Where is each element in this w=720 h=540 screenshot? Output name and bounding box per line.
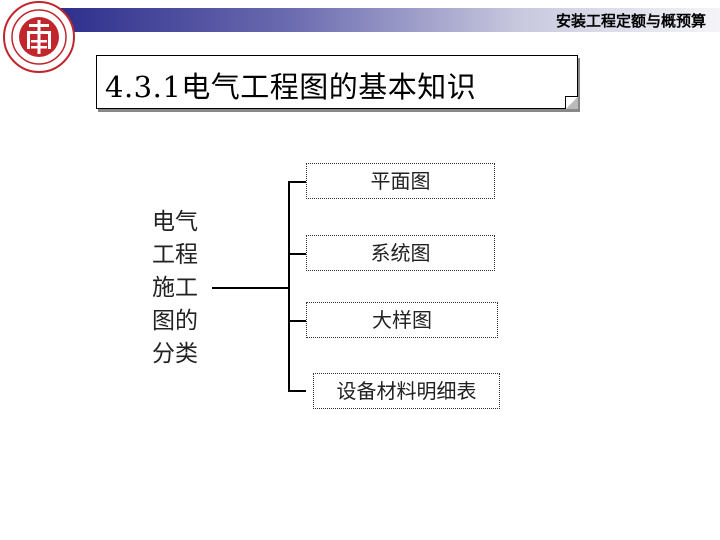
connector-branch bbox=[288, 390, 306, 392]
connector-trunk bbox=[288, 181, 290, 392]
connector-branch bbox=[288, 320, 306, 322]
header-band bbox=[60, 8, 720, 32]
slide-title-box: 4.3.1电气工程图的基本知识 bbox=[96, 55, 578, 109]
category-label-line: 分类 bbox=[152, 341, 198, 367]
course-title: 安装工程定额与概预算 bbox=[555, 12, 706, 30]
category-plan-view: 平面图 bbox=[306, 163, 495, 199]
connector-branch bbox=[288, 253, 306, 255]
category-material-list: 设备材料明细表 bbox=[313, 373, 500, 409]
category-label-line: 电气 bbox=[152, 209, 198, 235]
connector-branch bbox=[288, 181, 306, 183]
folded-corner bbox=[565, 96, 578, 109]
category-detail-drawing: 大样图 bbox=[306, 302, 498, 338]
connector-main bbox=[212, 287, 290, 289]
category-label-line: 图的 bbox=[152, 308, 198, 334]
university-seal-logo bbox=[3, 1, 75, 73]
category-label: 电气 工程 施工 图的 分类 bbox=[152, 206, 212, 371]
slide-title: 4.3.1电气工程图的基本知识 bbox=[105, 70, 477, 104]
category-label-line: 工程 bbox=[152, 242, 198, 268]
category-system-diagram: 系统图 bbox=[306, 235, 495, 271]
category-label-line: 施工 bbox=[152, 275, 198, 301]
